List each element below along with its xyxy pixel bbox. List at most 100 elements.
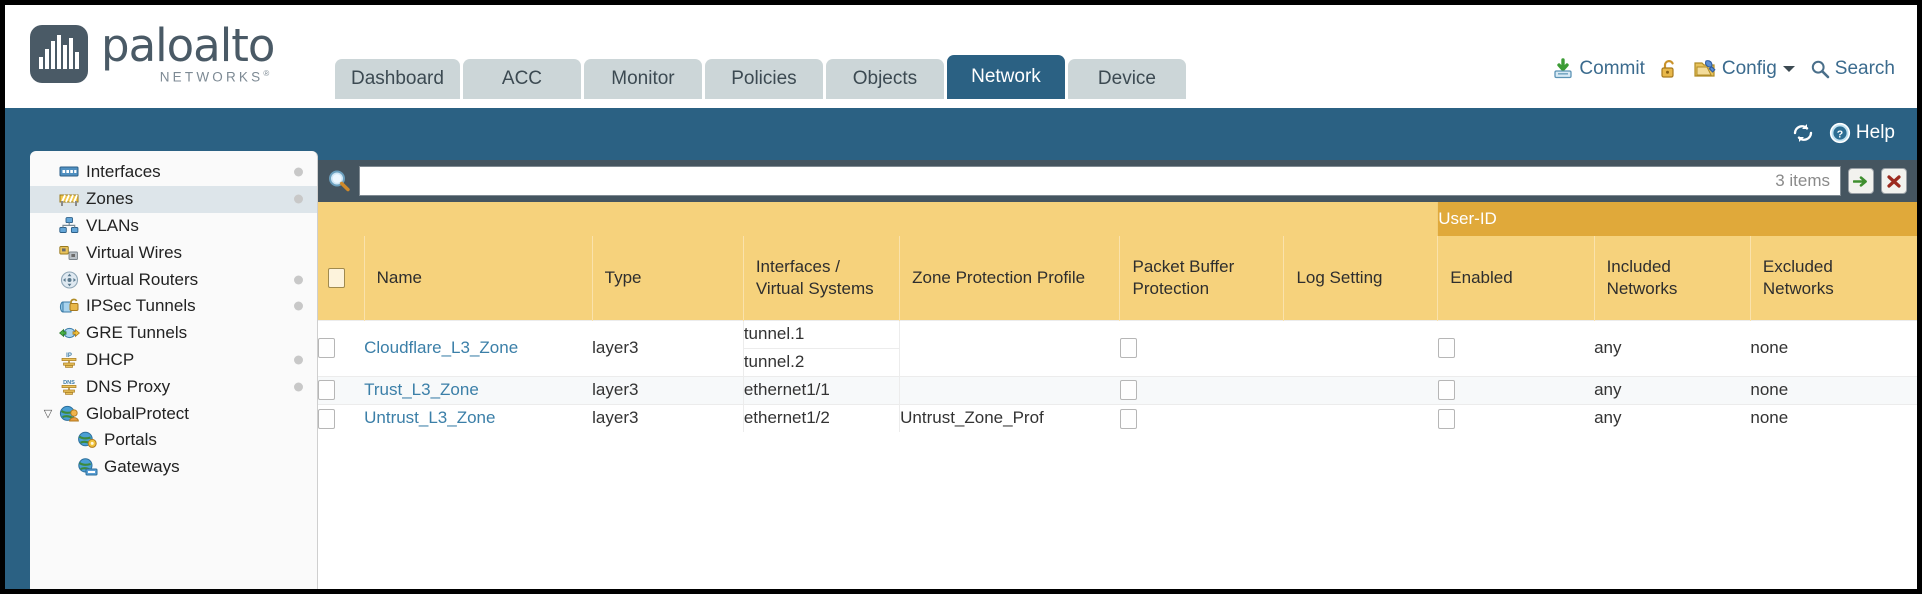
- commit-button[interactable]: Commit: [1552, 58, 1645, 80]
- filter-input-wrapper[interactable]: 3 items: [359, 166, 1841, 196]
- column-header-zone-protection-profile[interactable]: Zone Protection Profile: [899, 236, 1120, 320]
- row-checkbox[interactable]: [318, 408, 335, 429]
- sidebar-status-dot: [294, 301, 303, 311]
- sidebar-item-label: IPSec Tunnels: [86, 296, 196, 316]
- packet-buffer-protection-checkbox[interactable]: [1119, 408, 1137, 429]
- column-header-type[interactable]: Type: [591, 236, 744, 320]
- user-id-enabled-checkbox[interactable]: [1437, 338, 1455, 359]
- sidebar-item-zones[interactable]: Zones: [30, 185, 317, 213]
- tab-dashboard[interactable]: Dashboard: [335, 59, 460, 99]
- lock-icon: [1659, 58, 1679, 80]
- packet-buffer-protection-checkbox[interactable]: [1119, 338, 1137, 359]
- sidebar-item-label: Gateways: [104, 457, 180, 477]
- select-all-header: [318, 236, 365, 320]
- column-header-log-setting[interactable]: Log Setting: [1283, 236, 1438, 320]
- help-button[interactable]: ? Help: [1829, 122, 1895, 144]
- brand-registered: ®: [263, 69, 273, 78]
- row-select-cell: [318, 403, 365, 432]
- chevron-down-icon[interactable]: [1782, 64, 1796, 74]
- packet-buffer-protection-checkbox[interactable]: [1119, 380, 1137, 401]
- cell-user-id-enabled: [1437, 375, 1595, 404]
- zone-name-link[interactable]: Untrust_L3_Zone: [364, 408, 496, 428]
- sidebar-status-dot: [294, 167, 303, 177]
- cell-zone-protection-profile: Untrust_Zone_Prof: [899, 403, 1120, 432]
- search-icon: [1810, 59, 1830, 79]
- table-row[interactable]: Untrust_L3_Zone layer3 ethernet1/2 Untru…: [318, 403, 1917, 432]
- cell-included-networks: any: [1594, 403, 1751, 432]
- sidebar-item-label: Zones: [86, 189, 134, 209]
- sidebar-item-gateways[interactable]: Gateways: [30, 454, 317, 481]
- zones-icon: [56, 191, 82, 207]
- svg-text:DNS: DNS: [63, 380, 75, 386]
- cell-included-networks: any: [1594, 375, 1751, 404]
- config-label: Config: [1721, 58, 1777, 79]
- group-header-row: User-ID: [318, 202, 1917, 236]
- apply-filter-button[interactable]: [1848, 168, 1874, 194]
- cell-log-setting: [1283, 375, 1438, 404]
- user-id-enabled-checkbox[interactable]: [1437, 408, 1455, 429]
- sidebar-item-label: Portals: [104, 430, 157, 450]
- cell-packet-buffer-protection: [1119, 319, 1284, 376]
- row-checkbox[interactable]: [318, 338, 335, 359]
- svg-text:?: ?: [1837, 129, 1843, 141]
- sidebar-item-label: GlobalProtect: [86, 403, 189, 423]
- zone-name-link[interactable]: Cloudflare_L3_Zone: [364, 338, 519, 357]
- sidebar-item-label: Interfaces: [86, 162, 161, 182]
- tab-network[interactable]: Network: [946, 55, 1065, 99]
- column-header-packet-buffer-protection[interactable]: Packet Buffer Protection: [1119, 236, 1284, 320]
- sidebar-item-virtual-routers[interactable]: Virtual Routers: [30, 266, 317, 293]
- sidebar-item-label: Virtual Routers: [86, 269, 199, 289]
- sidebar-item-vlans[interactable]: VLANs: [30, 213, 317, 240]
- column-header-name[interactable]: Name: [363, 236, 593, 320]
- sidebar-item-gre-tunnels[interactable]: GRE Tunnels: [30, 320, 317, 347]
- expand-triangle-icon[interactable]: ▽: [43, 408, 53, 421]
- lock-button[interactable]: [1659, 58, 1679, 80]
- cell-type: layer3: [592, 403, 744, 432]
- sidebar-item-ipsec-tunnels[interactable]: IPSec Tunnels: [30, 293, 317, 320]
- sidebar-item-virtual-wires[interactable]: Virtual Wires: [30, 239, 317, 266]
- row-checkbox[interactable]: [318, 380, 335, 401]
- tab-objects[interactable]: Objects: [825, 59, 944, 99]
- cell-user-id-enabled: [1437, 319, 1595, 376]
- sidebar-item-interfaces[interactable]: Interfaces: [30, 159, 317, 186]
- column-header-excluded-networks[interactable]: Excluded Networks: [1749, 236, 1917, 320]
- column-header-row: Name Type Interfaces / Virtual Systems Z…: [318, 236, 1917, 320]
- sidebar-item-label: DNS Proxy: [86, 376, 171, 396]
- zones-table-body: Cloudflare_L3_Zone layer3 tunnel.1 any n…: [318, 319, 1917, 432]
- help-icon: ?: [1829, 122, 1851, 144]
- sidebar-item-portals[interactable]: Portals: [30, 427, 317, 454]
- column-header-enabled[interactable]: Enabled: [1437, 236, 1595, 320]
- tab-policies[interactable]: Policies: [704, 59, 823, 99]
- column-header-included-networks[interactable]: Included Networks: [1593, 236, 1751, 320]
- cell-included-networks: any: [1594, 319, 1751, 376]
- filter-search-icon[interactable]: [326, 168, 352, 194]
- clear-filter-button[interactable]: [1881, 168, 1907, 194]
- sidebar-item-globalprotect[interactable]: ▽ GlobalProtect: [30, 400, 317, 427]
- brand-sub-text: NETWORKS: [159, 69, 264, 85]
- table-row[interactable]: Trust_L3_Zone layer3 ethernet1/1 any non…: [318, 375, 1917, 404]
- table-row[interactable]: Cloudflare_L3_Zone layer3 tunnel.1 any n…: [318, 319, 1917, 376]
- sidebar-item-dns-proxy[interactable]: DNS DNS Proxy: [30, 373, 317, 400]
- sidebar-item-dhcp[interactable]: IP DHCP: [30, 347, 317, 374]
- cell-zone-protection-profile: [899, 319, 1120, 376]
- config-menu[interactable]: Config: [1693, 58, 1796, 80]
- group-header-user-id: User-ID: [1437, 202, 1917, 236]
- tab-device[interactable]: Device: [1067, 59, 1186, 99]
- search-button[interactable]: Search: [1810, 58, 1895, 80]
- cell-zone-protection-profile: [899, 375, 1120, 404]
- select-all-checkbox[interactable]: [328, 268, 345, 289]
- user-id-enabled-checkbox[interactable]: [1437, 380, 1455, 401]
- cell-interface: ethernet1/2: [742, 403, 901, 432]
- refresh-button[interactable]: [1791, 122, 1815, 144]
- tab-monitor[interactable]: Monitor: [583, 59, 702, 99]
- search-label: Search: [1834, 58, 1895, 79]
- zone-name-link[interactable]: Trust_L3_Zone: [364, 380, 479, 399]
- sidebar-status-dot: [294, 194, 303, 204]
- column-header-interfaces[interactable]: Interfaces / Virtual Systems: [742, 236, 900, 320]
- cell-interface: ethernet1/1: [742, 375, 901, 404]
- tab-acc[interactable]: ACC: [462, 59, 581, 99]
- interfaces-icon: [56, 164, 82, 180]
- zones-table-head: User-ID Name Type Interfaces / Virtual S…: [318, 202, 1917, 320]
- table-row-continuation: tunnel.2: [318, 347, 1917, 376]
